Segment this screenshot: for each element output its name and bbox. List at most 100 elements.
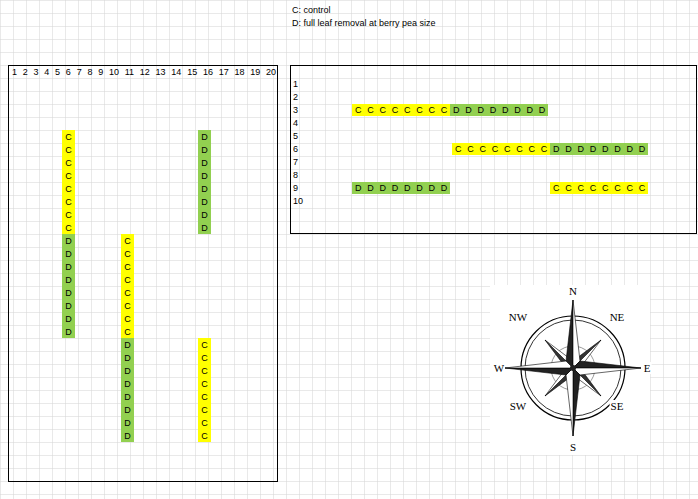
plot-letter: D	[624, 143, 636, 155]
plot-letter: D	[198, 195, 211, 208]
plot-letter: D	[475, 104, 487, 116]
plot-letter: C	[389, 104, 401, 116]
plot-letter: C	[198, 403, 211, 416]
plot-letter: D	[499, 104, 511, 116]
plot-letter: C	[121, 299, 134, 312]
row-number: 2	[293, 91, 298, 104]
plot-letter: C	[121, 247, 134, 260]
compass-label: N	[568, 285, 578, 297]
plot-letter: D	[487, 104, 499, 116]
plot-letter: C	[62, 156, 75, 169]
plot-letter: D	[62, 273, 75, 286]
plot-letter: D	[62, 247, 75, 260]
plot-letter: D	[121, 390, 134, 403]
column-number: 9	[98, 66, 103, 79]
column-number: 19	[250, 66, 260, 79]
plot-letter: C	[198, 377, 211, 390]
plot-letter: C	[198, 416, 211, 429]
plot-letter: D	[121, 416, 134, 429]
plot-letter: D	[511, 104, 523, 116]
plot-letter: D	[121, 338, 134, 351]
treatment-band: DDDDDDDD	[62, 234, 75, 338]
column-number: 12	[140, 66, 150, 79]
plot-letter: D	[121, 364, 134, 377]
column-number: 18	[234, 66, 244, 79]
plot-letter: D	[550, 143, 562, 155]
row-number: 7	[293, 156, 298, 169]
column-number: 2	[23, 66, 28, 79]
plot-letter: D	[352, 182, 364, 194]
plot-letter: C	[62, 182, 75, 195]
column-number: 17	[219, 66, 229, 79]
compass-rose	[490, 285, 650, 455]
plot-letter: D	[121, 403, 134, 416]
plot-letter: C	[624, 182, 636, 194]
plot-letter: D	[62, 234, 75, 247]
treatment-band: CCCCCCCC	[550, 182, 648, 194]
plot-letter: D	[562, 143, 574, 155]
plot-letter: C	[198, 429, 211, 442]
plot-letter: D	[389, 182, 401, 194]
plot-letter: C	[438, 104, 450, 116]
column-number: 7	[77, 66, 82, 79]
field-panel: 1234567891011121314151617181920CCCCCCCCD…	[8, 65, 278, 482]
column-number: 3	[34, 66, 39, 79]
plot-letter: C	[121, 325, 134, 338]
plot-letter: C	[587, 182, 599, 194]
plot-letter: C	[198, 364, 211, 377]
plot-letter: C	[575, 182, 587, 194]
treatment-band: CCCCCCCC	[452, 143, 550, 155]
plot-letter: C	[198, 338, 211, 351]
plot-letter: C	[62, 195, 75, 208]
plot-letter: C	[121, 260, 134, 273]
row-number: 3	[293, 104, 298, 117]
plot-letter: D	[611, 143, 623, 155]
plot-letter: D	[599, 143, 611, 155]
plot-letter: C	[464, 143, 476, 155]
row-number: 6	[293, 143, 298, 156]
plot-letter: D	[636, 143, 648, 155]
treatment-band: DDDDDDDD	[550, 143, 648, 155]
treatment-note: D: full leaf removal at berry pea size	[292, 17, 436, 29]
plot-letter: D	[62, 312, 75, 325]
plot-letter: D	[121, 377, 134, 390]
plot-letter: C	[62, 221, 75, 234]
column-number: 15	[187, 66, 197, 79]
plot-letter: C	[501, 143, 513, 155]
plot-letter: D	[524, 104, 536, 116]
plot-letter: D	[62, 299, 75, 312]
row-number: 1	[293, 78, 298, 91]
plot-letter: C	[526, 143, 538, 155]
plot-letter: D	[198, 156, 211, 169]
row-number: 5	[293, 130, 298, 143]
column-number: 20	[266, 66, 276, 79]
plot-letter: C	[121, 273, 134, 286]
treatment-band: CCCCCCCC	[352, 104, 450, 116]
plot-letter: C	[413, 104, 425, 116]
plot-letter: D	[198, 182, 211, 195]
plot-letter: C	[121, 312, 134, 325]
plot-letter: D	[438, 182, 450, 194]
plot-letter: C	[477, 143, 489, 155]
column-number: 13	[156, 66, 166, 79]
plot-letter: C	[364, 104, 376, 116]
plot-letter: C	[198, 390, 211, 403]
treatment-band: DDDDDDDD	[352, 182, 450, 194]
plot-letter: C	[611, 182, 623, 194]
treatment-band: DDDDDDDD	[450, 104, 548, 116]
plot-letter: C	[62, 208, 75, 221]
plot-letter: D	[121, 351, 134, 364]
row-number: 10	[293, 195, 303, 208]
treatment-note: C: control	[292, 4, 331, 16]
plot-letter: D	[536, 104, 548, 116]
column-number: 5	[55, 66, 60, 79]
plot-letter: C	[538, 143, 550, 155]
plot-letter: D	[401, 182, 413, 194]
treatment-band: DDDDDDDD	[121, 338, 134, 442]
plot-letter: C	[62, 143, 75, 156]
plot-letter: C	[377, 104, 389, 116]
plot-letter: C	[401, 104, 413, 116]
treatment-band: CCCCCCCC	[198, 338, 211, 442]
